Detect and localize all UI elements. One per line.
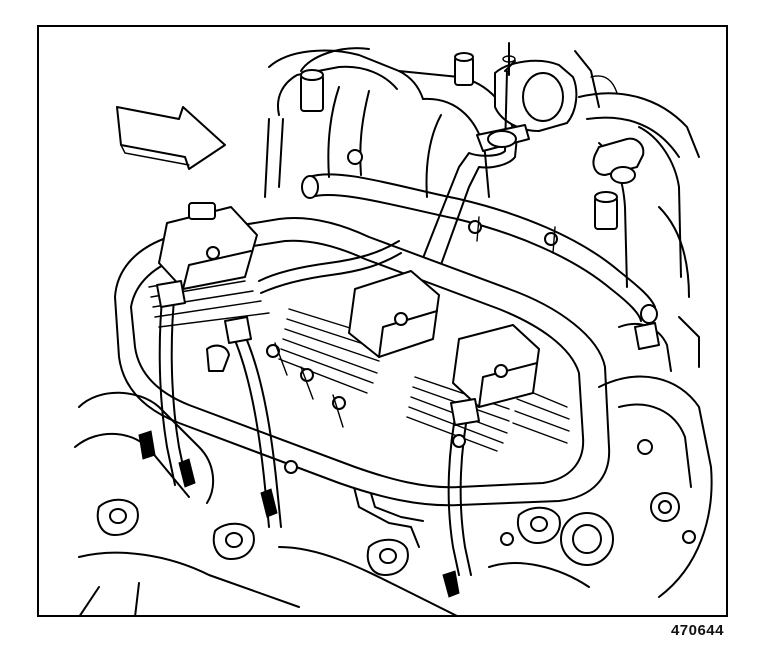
- ignition-coils: [158, 202, 540, 408]
- spark-plug-wires: [156, 240, 480, 576]
- fasteners: [266, 149, 558, 546]
- illustration-frame: [37, 25, 728, 617]
- direction-arrow: [116, 106, 226, 170]
- engine-block-front: [560, 316, 713, 598]
- engine-illustration: [74, 42, 713, 615]
- egr-valve: [494, 42, 645, 184]
- figure-number: 470644: [670, 622, 724, 639]
- exhaust-manifold: [74, 391, 590, 615]
- crossover-pipe: [301, 173, 658, 324]
